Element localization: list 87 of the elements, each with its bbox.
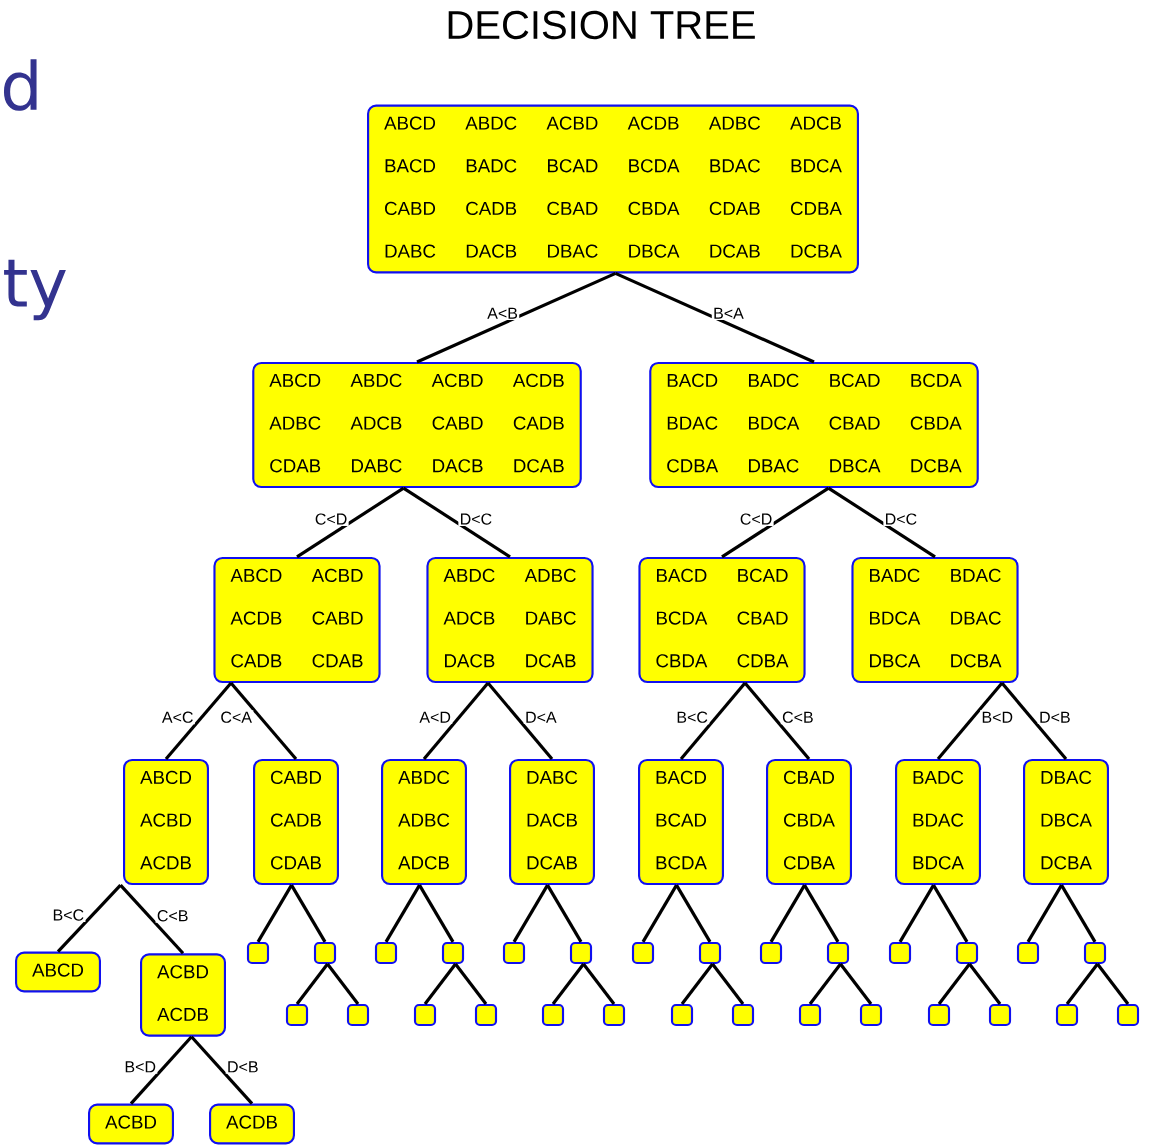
permutation-box: ACDB [209,1103,295,1145]
edge-label: B<C [51,908,86,922]
permutation-box: ABDC ADBC ADCB DABC DACB DCAB [426,556,594,684]
branch-line [1065,963,1099,1005]
branch-line [769,884,806,943]
branch-line [295,963,329,1005]
branch-line [839,963,873,1005]
edge-label: D<C [458,512,494,527]
permutation-box: ABCD ACBD ACDB CABD CADB CDAB [213,556,381,684]
permutation-box: BADC BDAC BDCA DBAC DBCA DCBA [851,556,1019,684]
branch-line [1096,963,1130,1005]
permutation-box: DABC DACB DCAB [509,758,595,886]
branch-line [721,486,830,559]
branch-line [1026,884,1063,943]
branch-line [190,1035,254,1105]
branch-line [326,963,360,1005]
branch-line [680,963,714,1005]
permutation-box: ACBD ACDB [140,953,226,1037]
branch-line [936,682,1004,760]
branch-line [402,486,511,559]
edge-label: B<D [980,710,1015,725]
branch-line [256,884,293,943]
branch-line [119,884,185,955]
permutation-box: ACBD [88,1103,174,1145]
edge-label: A<B [485,306,520,321]
edge-label: C<D [313,512,349,527]
edge-label: B<A [711,306,746,321]
branch-line [56,883,122,953]
edge-label: C<D [738,512,774,527]
edge-label: D<C [883,512,919,527]
branch-line [422,682,490,760]
branch-line [803,884,840,943]
branch-line [229,682,298,760]
edge-label: C<B [780,710,815,725]
branch-line [827,486,936,559]
edge-label: A<D [418,710,453,725]
branch-line [679,682,747,760]
edge-label: D<B [225,1060,260,1074]
permutation-box: CABD CADB CDAB [253,758,339,886]
branch-line [454,963,488,1005]
title: DECISION TREE [448,10,755,40]
permutation-box: ABCD [15,951,101,993]
branch-line [512,884,549,943]
branch-line [296,486,405,559]
branch-line [164,682,233,760]
permutation-box: BACD BADC BCAD BCDA BDAC BDCA CBAD CBDA CDBA DBAC DBCA DCBA [649,361,979,489]
permutation-box: ABCD ACBD ACDB [123,758,209,886]
permutation-box: BACD BCAD BCDA [638,758,724,886]
edge-label: C<B [155,908,190,923]
permutation-box: ABDC ADBC ADCB [381,758,467,886]
permutation-box: CBAD CBDA CDBA [766,758,852,886]
branch-line [129,1035,193,1105]
branch-line [486,682,554,760]
branch-line [614,271,815,364]
edge-label: D<B [1037,710,1072,725]
branch-line [546,884,583,943]
branch-line [641,884,678,943]
branch-line [1000,682,1068,760]
edge-label: C<A [219,710,254,725]
permutation-box: ABCD ABDC ACBD ACDB ADBC ADCB CABD CADB CDAB DABC DACB DCAB [252,361,582,489]
branch-line [418,884,455,943]
branch-line [968,963,1002,1005]
text-fragment: ty [4,259,66,321]
branch-line [675,884,712,943]
branch-line [582,963,616,1005]
text-fragment: d [3,59,37,111]
branch-line [1060,884,1097,943]
branch-line [937,963,971,1005]
branch-line [384,884,421,943]
branch-line [898,884,935,943]
edge-label: D<A [523,710,558,725]
branch-line [932,884,969,943]
permutation-box: ABCD ABDC ACBD ACDB ADBC ADCB BACD BADC BCAD BCDA BDAC BDCA CABD CADB CBAD CBDA CDAB CDBA DABC DACB DBAC DBCA DCAB DCBA [367,104,859,274]
branch-line [743,682,811,760]
leaf-square [1116,1003,1140,1027]
branch-line [290,884,327,943]
branch-line [416,271,617,364]
edge-label: A<C [160,710,195,725]
branch-line [423,963,457,1005]
permutation-box: BACD BCAD BCDA CBAD CBDA CDBA [638,556,806,684]
branch-line [551,963,585,1005]
branch-line [711,963,745,1005]
edge-label: B<C [675,710,710,725]
permutation-box: BADC BDAC BDCA [895,758,981,886]
branch-line [808,963,842,1005]
edge-label: B<D [123,1060,158,1074]
permutation-box: DBAC DBCA DCBA [1023,758,1109,886]
